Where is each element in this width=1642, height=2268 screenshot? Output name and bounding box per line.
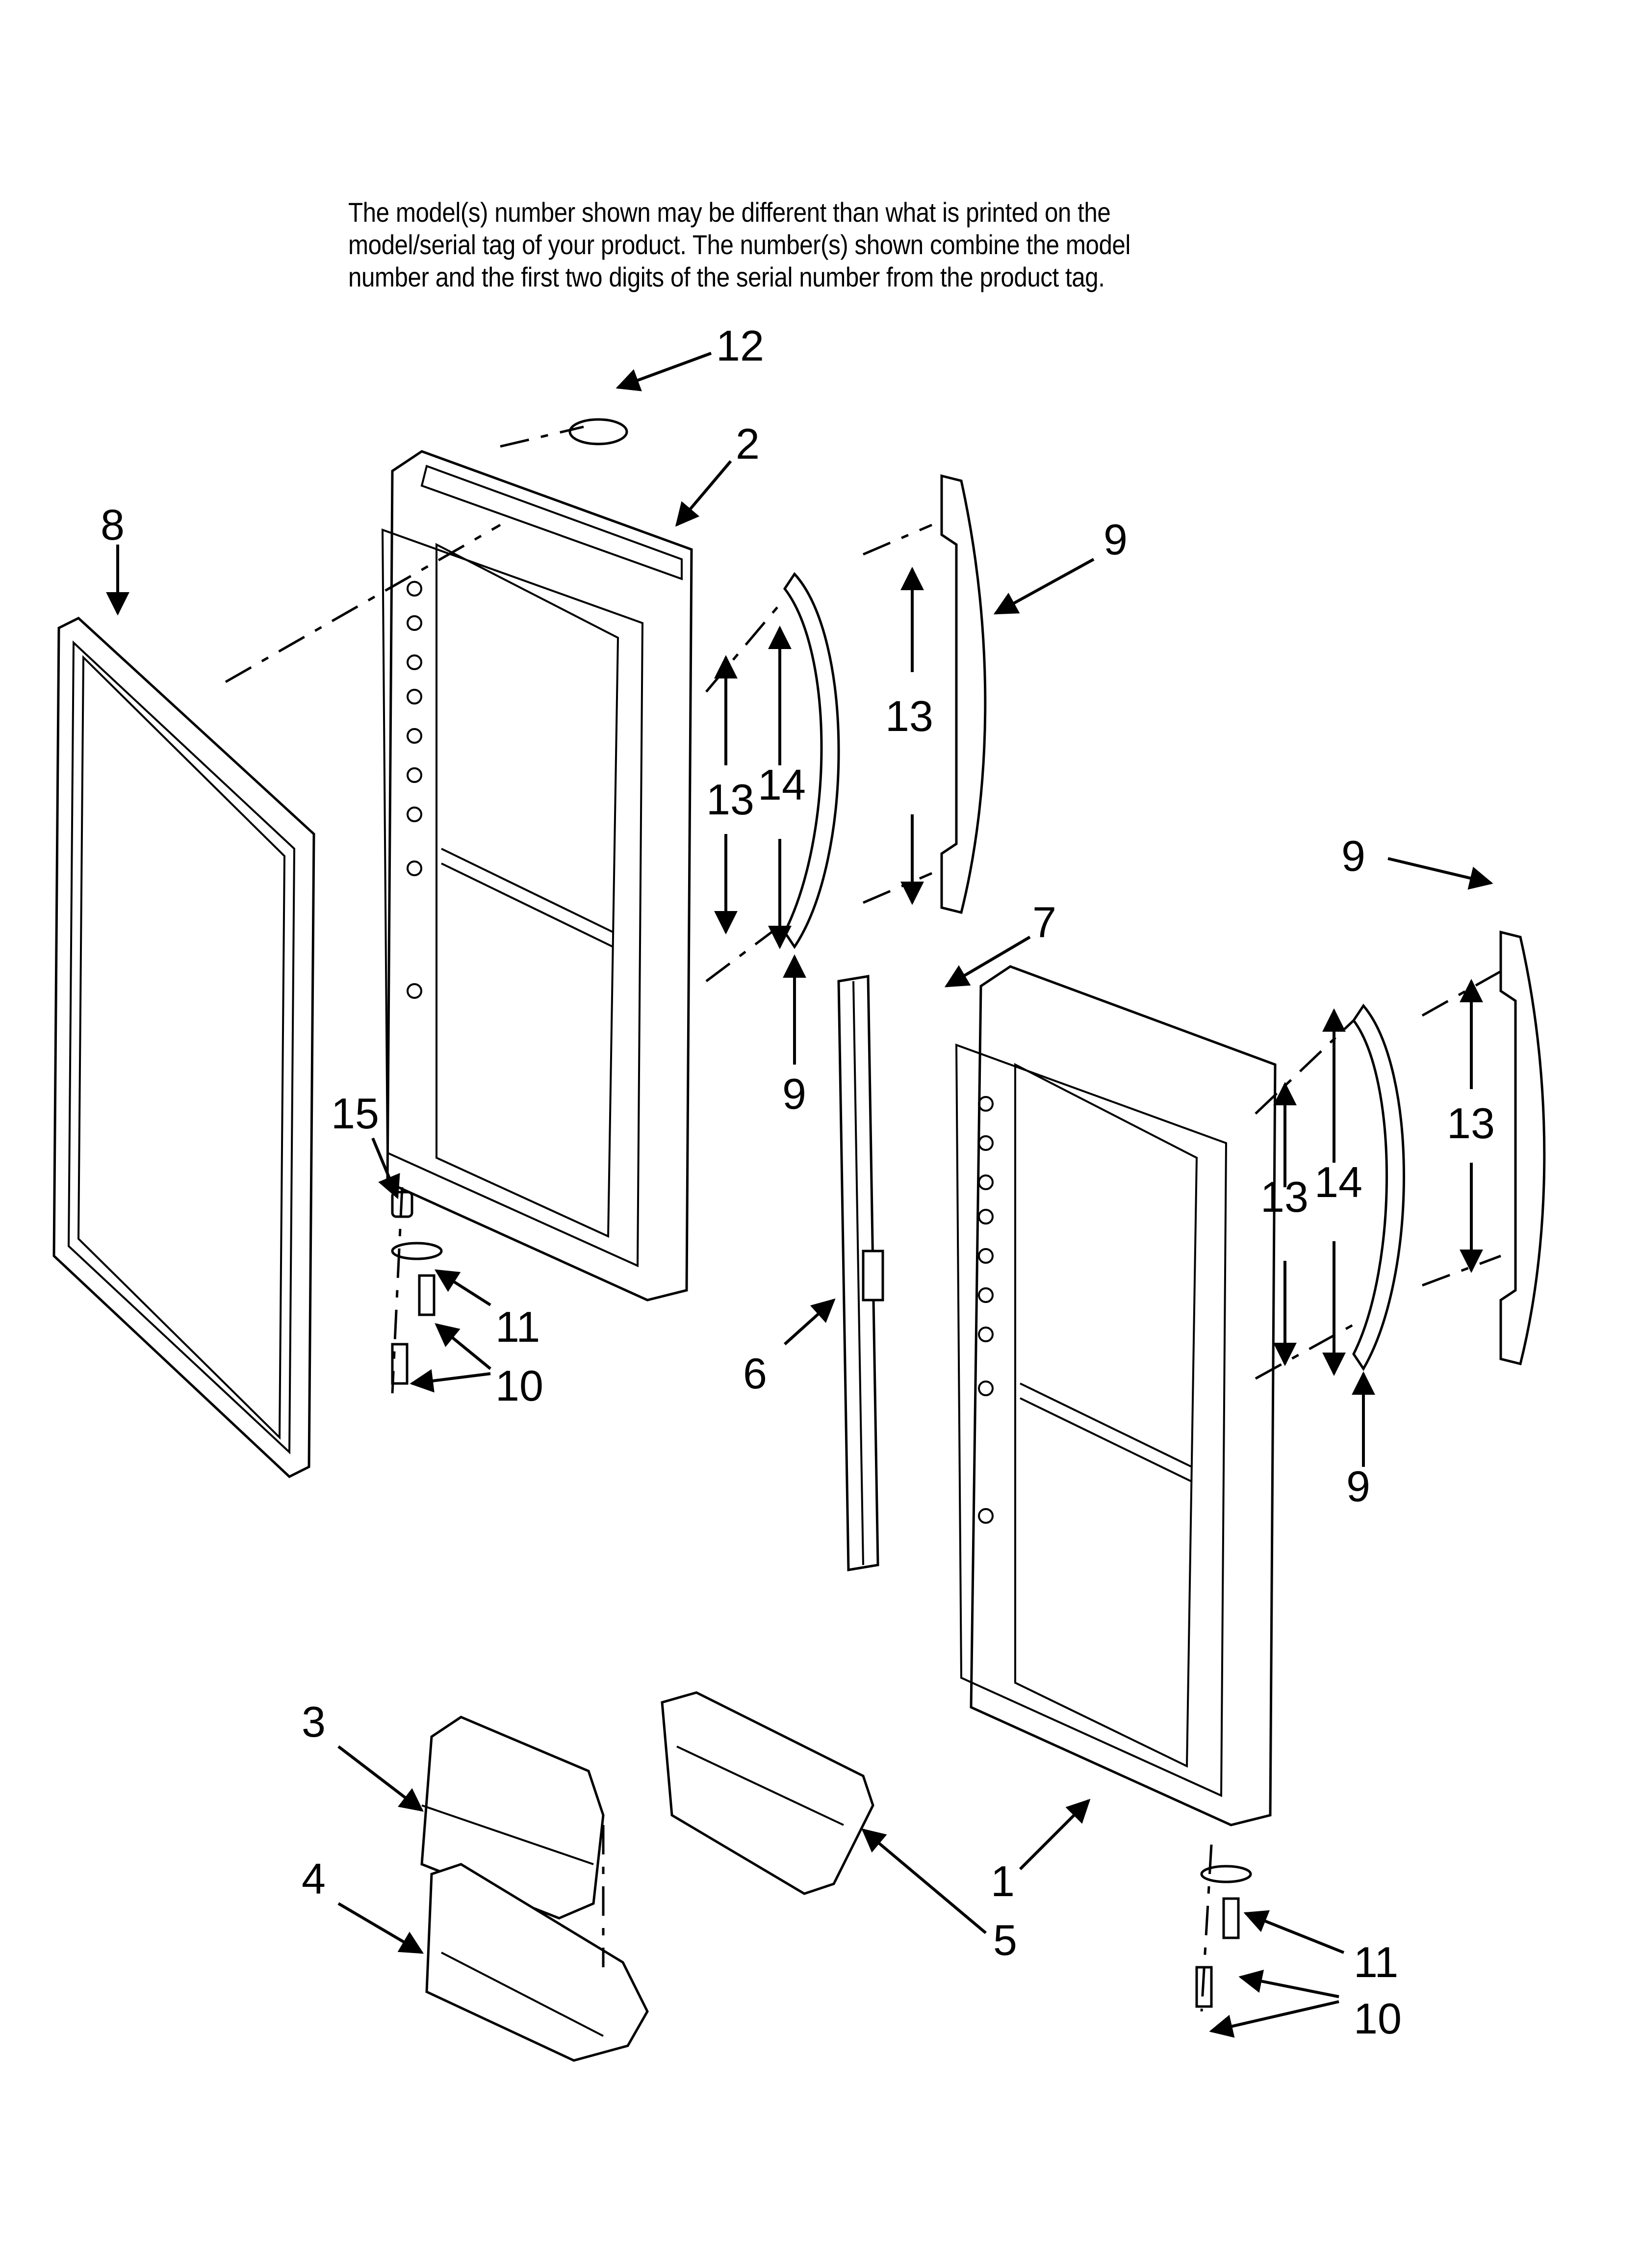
door-gasket [52,616,315,1479]
callout-12: 12 [716,321,764,370]
callout-11: 11 [495,1303,540,1351]
right-door [955,965,1277,1826]
hinge-right [1200,1865,1252,1883]
callout-4: 4 [302,1854,326,1903]
callout-13: 13 [706,775,754,824]
callout-6: 6 [743,1349,767,1398]
door-shelf-tabs [978,1096,994,1524]
leader-lines [106,352,1493,2038]
callout-8: 8 [101,500,125,549]
flipper-mullion [837,975,884,1571]
callout-1: 1 [991,1857,1015,1905]
callout-13: 13 [1260,1173,1308,1221]
callout-9: 9 [1346,1462,1370,1511]
callout-9: 9 [1341,832,1365,880]
screw [418,1274,436,1316]
door-handle [1352,1003,1405,1371]
callout-14: 14 [758,760,806,809]
disclaimer-text: The model(s) number shown may be differe… [348,197,1130,292]
callout-14: 14 [1314,1158,1362,1206]
callout-13: 13 [885,692,933,740]
callout-13: 13 [1447,1099,1495,1147]
hinge-left [391,1242,443,1260]
callout-11: 11 [1354,1938,1398,1986]
callout-9: 9 [1103,515,1128,564]
door-bin-left [425,1863,649,2062]
door-handle [940,474,987,914]
callout-9: 9 [782,1069,806,1118]
callout-10: 10 [1354,1994,1402,2043]
door-handle [783,572,840,949]
door-shelf-tabs [407,581,422,999]
callout-2: 2 [736,419,760,468]
door-bin-right [661,1691,874,1895]
callout-5: 5 [993,1916,1017,1964]
plug [568,418,628,445]
callout-7: 7 [1032,898,1056,946]
screw [1222,1897,1240,1939]
callout-15: 15 [331,1089,379,1138]
screw [391,1343,409,1385]
callout-3: 3 [302,1697,326,1746]
door-handle [1499,930,1546,1366]
callout-10: 10 [495,1361,543,1410]
left-door [381,450,693,1302]
